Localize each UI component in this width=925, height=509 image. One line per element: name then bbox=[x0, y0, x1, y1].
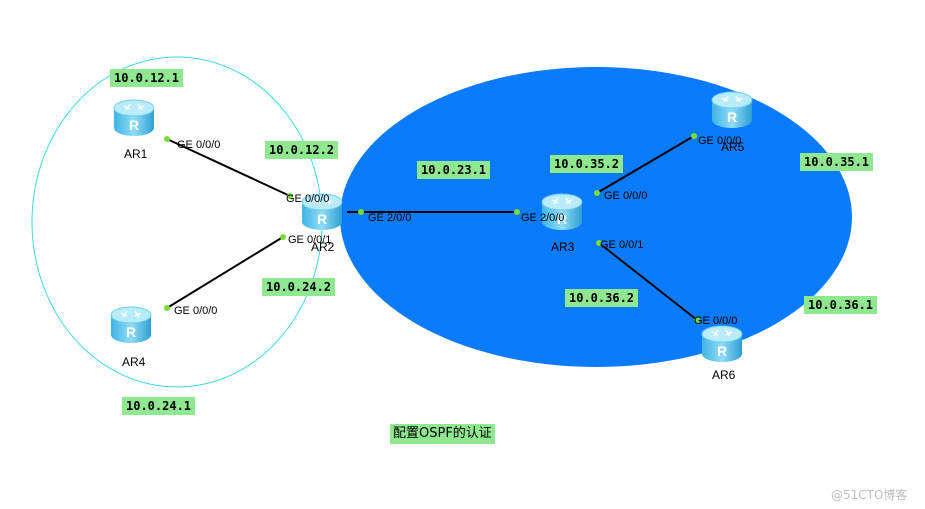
router-ar4[interactable]: R bbox=[107, 303, 155, 349]
ip-label-ar2-12: 10.0.12.2 bbox=[265, 141, 339, 159]
router-name-ar2: AR2 bbox=[311, 240, 335, 254]
port-dot bbox=[280, 234, 286, 240]
port-label-ar3-to-ar2: GE 2/0/0 bbox=[521, 212, 565, 224]
router-icon: R bbox=[301, 193, 343, 230]
port-label-ar6: GE 0/0/0 bbox=[694, 315, 738, 327]
port-label-ar5: GE 0/0/0 bbox=[698, 135, 742, 147]
ip-label-ar2-23: 10.0.23.1 bbox=[417, 161, 491, 179]
link-ar4-ar2[interactable] bbox=[166, 236, 284, 309]
router-icon: R bbox=[711, 91, 753, 128]
router-ar1[interactable]: R bbox=[110, 96, 158, 142]
svg-text:R: R bbox=[727, 109, 737, 125]
ip-label-ar5: 10.0.35.1 bbox=[800, 153, 874, 171]
watermark: @51CTO博客 bbox=[831, 488, 908, 502]
blue-area bbox=[340, 67, 852, 367]
link-ar3-ar5[interactable] bbox=[596, 135, 695, 194]
router-ar6[interactable]: R bbox=[698, 322, 746, 368]
port-label-ar3-to-ar5: GE 0/0/0 bbox=[604, 190, 648, 202]
port-dot bbox=[514, 209, 520, 215]
router-ar5[interactable]: R bbox=[708, 88, 756, 134]
link-ar1-ar2[interactable] bbox=[166, 138, 291, 197]
router-ar3[interactable]: R bbox=[538, 190, 586, 236]
port-label-ar4: GE 0/0/0 bbox=[174, 305, 218, 317]
router-icon: R bbox=[541, 193, 583, 230]
port-dot bbox=[694, 317, 700, 323]
port-dot bbox=[358, 209, 364, 215]
port-dot bbox=[164, 136, 170, 142]
port-dot bbox=[287, 193, 293, 199]
router-icon: R bbox=[113, 99, 155, 136]
svg-text:R: R bbox=[129, 117, 139, 133]
ip-label-ar2-24: 10.0.24.2 bbox=[262, 278, 336, 296]
port-dot bbox=[596, 240, 602, 246]
link-ar3-ar6[interactable] bbox=[598, 242, 698, 321]
svg-text:R: R bbox=[557, 211, 567, 227]
port-dot bbox=[594, 190, 600, 196]
port-label-ar1: GE 0/0/0 bbox=[177, 139, 221, 151]
port-label-ar2-to-ar4: GE 0/0/1 bbox=[288, 234, 332, 246]
diagram-caption: 配置OSPF的认证 bbox=[390, 424, 495, 444]
ip-label-ar1: 10.0.12.1 bbox=[110, 69, 184, 87]
router-ar2[interactable]: R bbox=[298, 190, 346, 236]
router-name-ar4: AR4 bbox=[122, 355, 146, 369]
router-name-ar1: AR1 bbox=[124, 147, 148, 161]
svg-text:R: R bbox=[717, 343, 727, 359]
router-name-ar5: AR5 bbox=[721, 140, 745, 154]
port-label-ar3-to-ar6: GE 0/0/1 bbox=[600, 239, 644, 251]
port-dot bbox=[691, 133, 697, 139]
port-label-ar2-to-ar3: GE 2/0/0 bbox=[368, 212, 412, 224]
router-name-ar3: AR3 bbox=[551, 240, 575, 254]
router-icon: R bbox=[110, 306, 152, 343]
ip-label-ar6: 10.0.36.1 bbox=[804, 296, 878, 314]
router-name-ar6: AR6 bbox=[712, 368, 736, 382]
svg-text:R: R bbox=[317, 211, 327, 227]
svg-text:R: R bbox=[126, 324, 136, 340]
ip-label-ar3-36: 10.0.36.2 bbox=[565, 289, 639, 307]
router-icon: R bbox=[701, 325, 743, 362]
ip-label-ar4: 10.0.24.1 bbox=[122, 397, 196, 415]
port-dot bbox=[164, 305, 170, 311]
port-label-ar2-to-ar1: GE 0/0/0 bbox=[286, 193, 330, 205]
cyan-area-outline bbox=[31, 56, 323, 388]
ip-label-ar3-35: 10.0.35.2 bbox=[550, 155, 624, 173]
